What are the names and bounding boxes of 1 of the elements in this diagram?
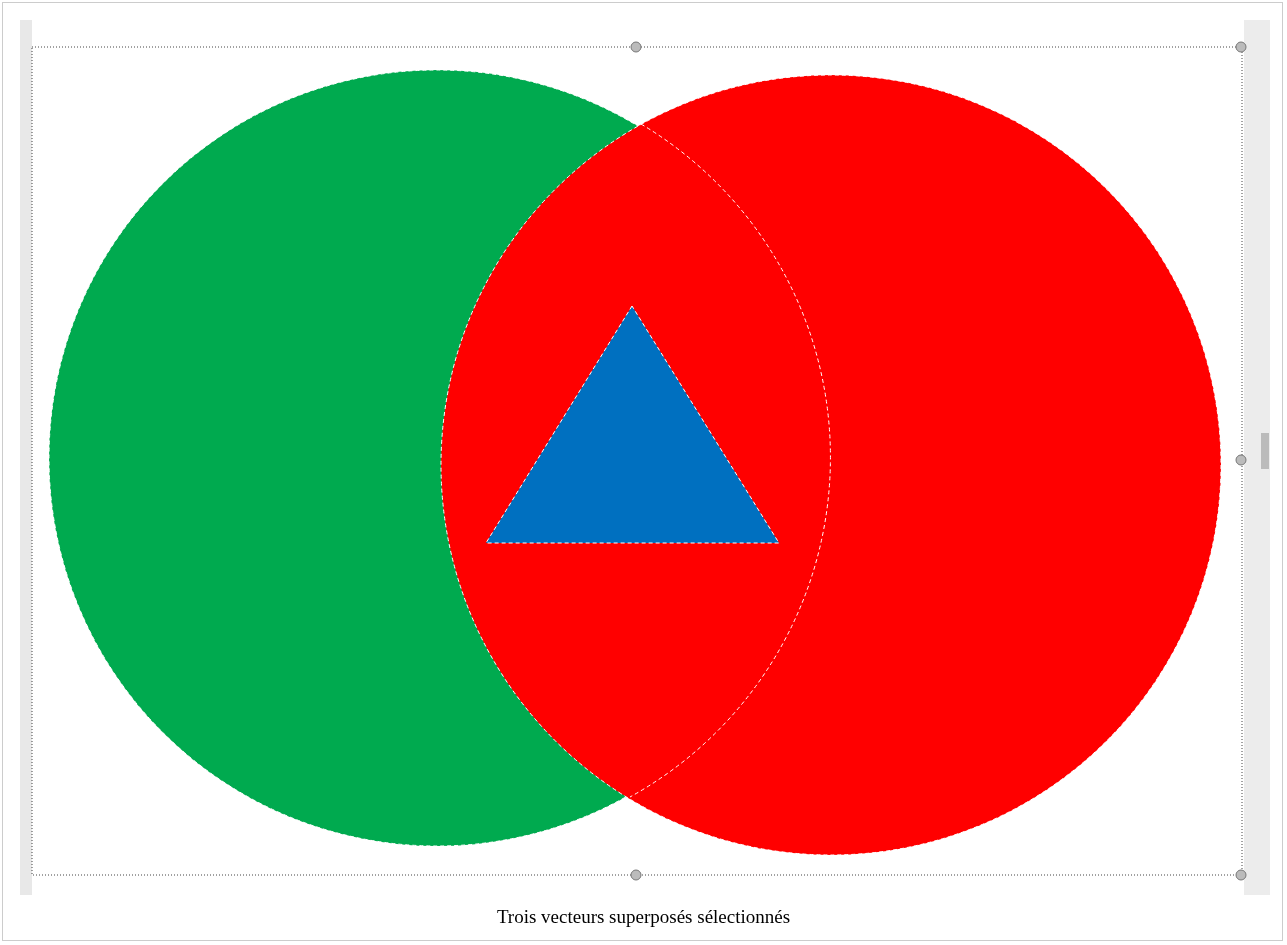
figure-caption: Trois vecteurs superposés sélectionnés	[495, 906, 792, 928]
